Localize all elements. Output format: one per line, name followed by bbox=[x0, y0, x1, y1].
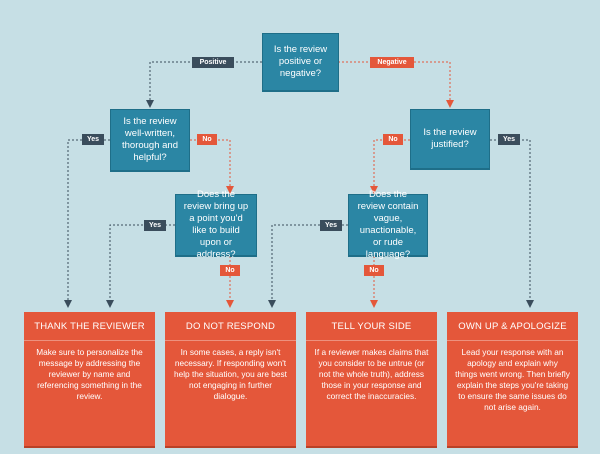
tag-q5-yes: Yes bbox=[320, 220, 342, 231]
edge-q5-yes bbox=[268, 224, 348, 308]
edge-q2-yes bbox=[64, 139, 110, 308]
question-justified: Is the review justified? bbox=[410, 109, 490, 169]
tag-q2-no: No bbox=[197, 134, 217, 145]
outcome-thank-the-reviewer: THANK THE REVIEWER Make sure to personal… bbox=[24, 312, 155, 446]
question-text: Is the review justified? bbox=[423, 127, 477, 150]
tag-q4-yes: Yes bbox=[144, 220, 166, 231]
outcome-tell-your-side: TELL YOUR SIDE If a reviewer makes claim… bbox=[306, 312, 437, 446]
tag-q4-no: No bbox=[220, 265, 240, 276]
tag-q5-no: No bbox=[364, 265, 384, 276]
edge-q3-no bbox=[370, 139, 410, 194]
outcome-description: Lead your response with an apology and e… bbox=[455, 347, 570, 412]
edge-negative bbox=[338, 61, 454, 108]
question-build-upon: Does the review bring up a point you'd l… bbox=[175, 189, 257, 260]
outcome-do-not-respond: DO NOT RESPOND In some cases, a reply is… bbox=[165, 312, 296, 446]
outcome-own-up-and-apologize: OWN UP & APOLOGIZE Lead your response wi… bbox=[447, 312, 578, 446]
outcome-description: Make sure to personalize the message by … bbox=[36, 347, 143, 401]
edge-q4-yes bbox=[106, 224, 175, 308]
edge-q3-yes bbox=[490, 139, 534, 308]
question-text: Does the review bring up a point you'd l… bbox=[183, 189, 249, 260]
question-text: Is the review well-written, thorough and… bbox=[122, 116, 178, 163]
tag-q2-yes: Yes bbox=[82, 134, 104, 145]
question-text: Is the review positive or negative? bbox=[273, 44, 328, 79]
outcome-description: If a reviewer makes claims that you cons… bbox=[314, 347, 429, 401]
question-text: Does the review contain vague, unactiona… bbox=[357, 189, 419, 260]
outcome-title: OWN UP & APOLOGIZE bbox=[447, 312, 578, 341]
outcome-title: TELL YOUR SIDE bbox=[306, 312, 437, 341]
question-positive-or-negative: Is the review positive or negative? bbox=[262, 33, 339, 91]
question-well-written: Is the review well-written, thorough and… bbox=[110, 109, 190, 171]
outcome-title: THANK THE REVIEWER bbox=[24, 312, 155, 341]
tag-q3-no: No bbox=[383, 134, 403, 145]
edge-positive bbox=[146, 61, 262, 108]
tag-q3-yes: Yes bbox=[498, 134, 520, 145]
tag-negative: Negative bbox=[370, 57, 414, 68]
question-vague-language: Does the review contain vague, unactiona… bbox=[348, 189, 428, 260]
tag-positive: Positive bbox=[192, 57, 234, 68]
outcome-title: DO NOT RESPOND bbox=[165, 312, 296, 341]
edge-q2-no bbox=[190, 139, 234, 194]
outcome-description: In some cases, a reply isn't necessary. … bbox=[173, 347, 287, 401]
